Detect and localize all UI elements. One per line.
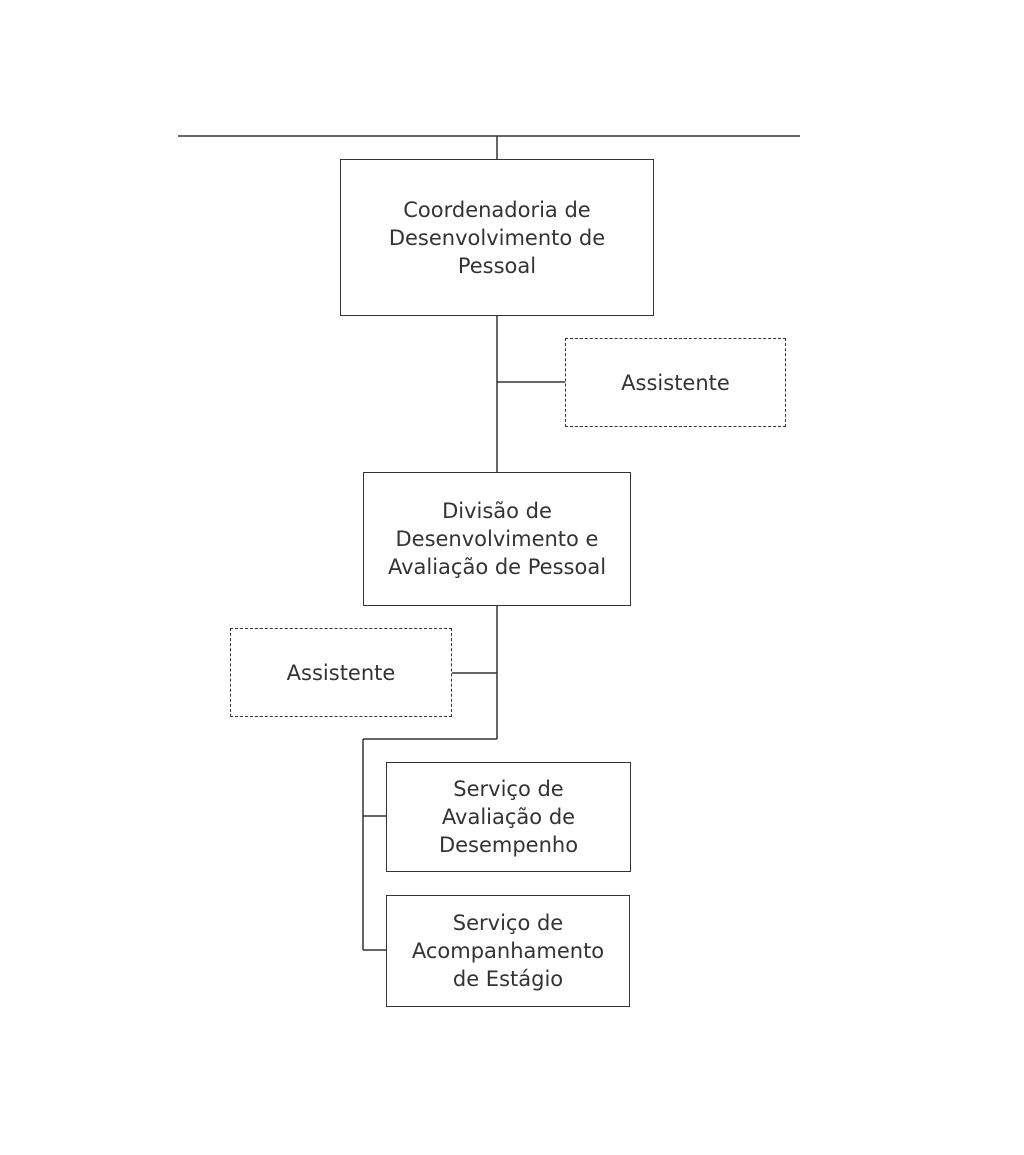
- node-assistente-2-label: Assistente: [286, 660, 396, 685]
- node-servico-estagio: Serviço de Acompanhamento de Estágio: [386, 895, 630, 1007]
- node-coordenadoria-label: Coordenadoria de Desenvolvimento de Pess…: [388, 197, 606, 278]
- node-servico-estagio-label: Serviço de Acompanhamento de Estágio: [411, 911, 605, 991]
- node-servico-avaliacao-label: Serviço de Avaliação de Desempenho: [438, 777, 579, 857]
- node-servico-avaliacao: Serviço de Avaliação de Desempenho: [386, 762, 631, 872]
- node-divisao: Divisão de Desenvolvimento e Avaliação d…: [363, 472, 631, 606]
- node-assistente-2: Assistente: [230, 628, 452, 717]
- node-assistente-1-label: Assistente: [621, 370, 730, 395]
- node-assistente-1: Assistente: [565, 338, 786, 427]
- node-coordenadoria: Coordenadoria de Desenvolvimento de Pess…: [340, 159, 654, 316]
- node-divisao-label: Divisão de Desenvolvimento e Avaliação d…: [387, 499, 607, 579]
